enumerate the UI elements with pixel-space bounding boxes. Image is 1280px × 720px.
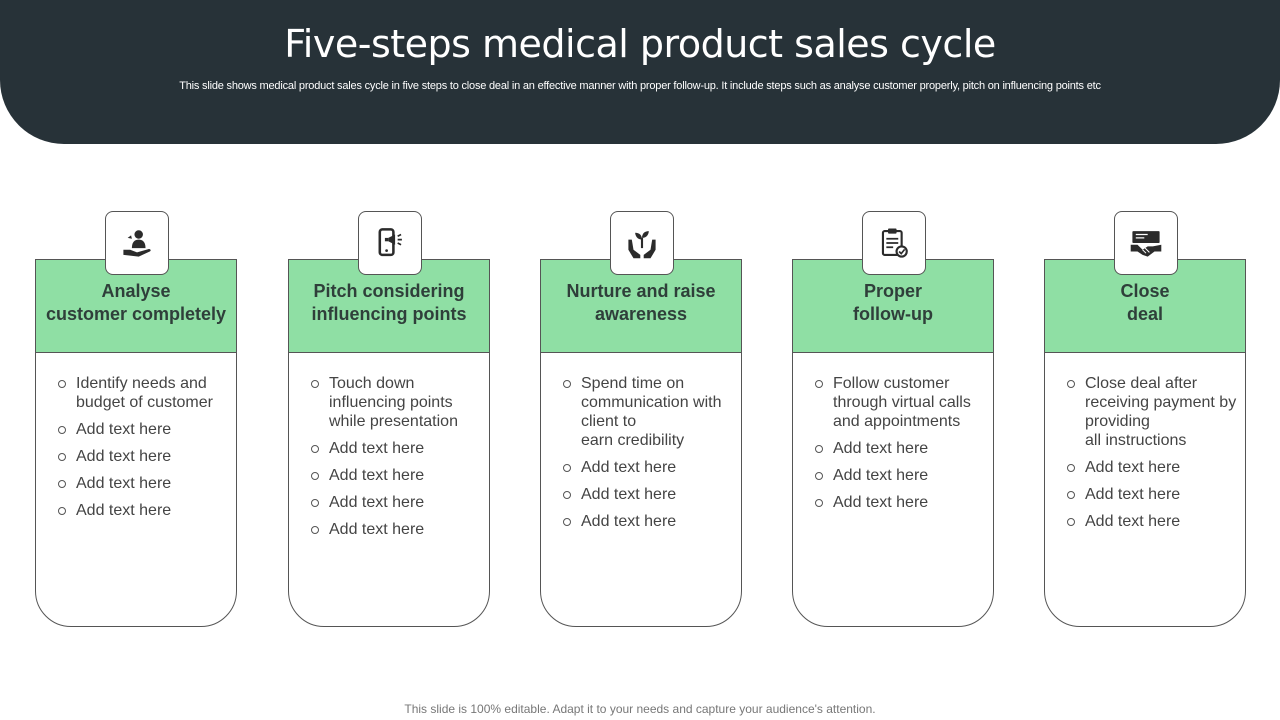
step-list: Touch down influencing points while pres… <box>311 374 483 547</box>
step-card-2: Pitch considering influencing points Tou… <box>288 211 490 627</box>
list-item: Add text here <box>563 485 735 504</box>
list-item: Add text here <box>311 520 483 539</box>
list-item: Add text here <box>58 501 230 520</box>
list-item: Add text here <box>815 493 987 512</box>
list-item: Add text here <box>563 512 735 531</box>
step-title: Nurture and raise awareness <box>566 281 716 324</box>
step-list: Close deal after receiving payment by pr… <box>1067 374 1239 539</box>
step-list: Spend time on communication with client … <box>563 374 735 539</box>
page-title: Five-steps medical product sales cycle <box>284 22 996 66</box>
step-list: Identify needs and budget of customer Ad… <box>58 374 230 528</box>
list-item: Add text here <box>58 420 230 439</box>
step-title: Proper follow-up <box>853 281 933 324</box>
list-item: Add text here <box>58 474 230 493</box>
phone-megaphone-icon <box>358 211 422 275</box>
list-item: Add text here <box>815 466 987 485</box>
list-item: Identify needs and budget of customer <box>58 374 230 412</box>
step-header: Proper follow-up <box>792 259 994 353</box>
hands-sprout-icon <box>610 211 674 275</box>
list-item: Add text here <box>1067 458 1239 477</box>
footer-note: This slide is 100% editable. Adapt it to… <box>404 702 876 716</box>
list-item: Close deal after receiving payment by pr… <box>1067 374 1239 450</box>
step-title: Close deal <box>1120 281 1170 324</box>
handshake-icon <box>1114 211 1178 275</box>
list-item: Add text here <box>58 447 230 466</box>
step-card-4: Proper follow-up Follow customer through… <box>792 211 994 627</box>
list-item: Add text here <box>311 466 483 485</box>
clipboard-check-icon <box>862 211 926 275</box>
list-item: Add text here <box>563 458 735 477</box>
list-item: Add text here <box>1067 485 1239 504</box>
step-title: Analyse customer completely <box>45 281 227 324</box>
list-item: Follow customer through virtual calls an… <box>815 374 987 431</box>
step-card-5: Close deal Close deal after receiving pa… <box>1044 211 1246 627</box>
header-banner: Five-steps medical product sales cycle T… <box>0 0 1280 144</box>
list-item: Touch down influencing points while pres… <box>311 374 483 431</box>
list-item: Spend time on communication with client … <box>563 374 735 450</box>
list-item: Add text here <box>1067 512 1239 531</box>
list-item: Add text here <box>311 439 483 458</box>
step-list: Follow customer through virtual calls an… <box>815 374 987 520</box>
step-title: Pitch considering influencing points <box>311 281 467 324</box>
list-item: Add text here <box>815 439 987 458</box>
hand-person-icon <box>105 211 169 275</box>
step-card-3: Nurture and raise awareness Spend time o… <box>540 211 742 627</box>
step-card-1: Analyse customer completely Identify nee… <box>35 211 237 627</box>
list-item: Add text here <box>311 493 483 512</box>
page-subtitle: This slide shows medical product sales c… <box>179 80 1101 92</box>
